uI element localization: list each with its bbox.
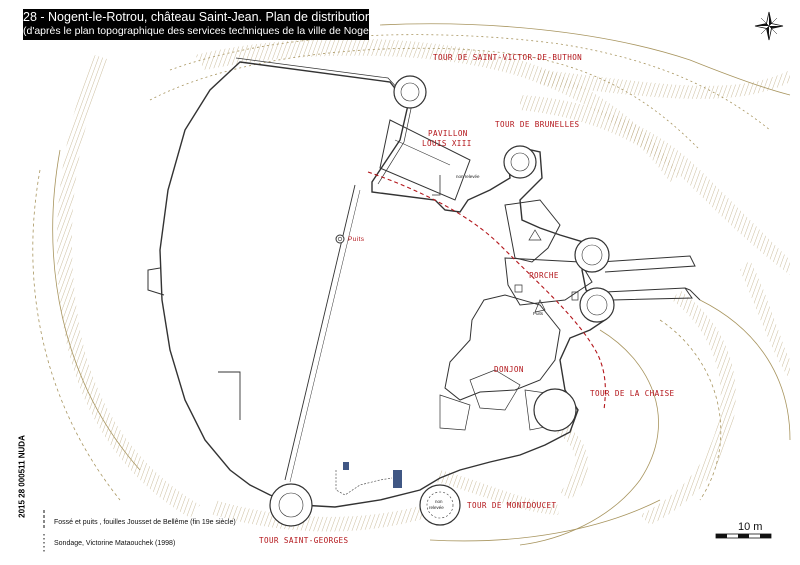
title-box: 28 - Nogent-le-Rotrou, château Saint-Jea… <box>23 9 428 40</box>
legend-fosse-text: Fossé et puits , fouilles Jousset de Bel… <box>54 519 236 526</box>
excavation-trench <box>367 171 606 411</box>
label-tour-montdoucet: TOUR DE MONTDOUCET <box>467 501 557 510</box>
page-subtitle: (d'après le plan topographique des servi… <box>23 25 428 37</box>
legend: Fossé et puits , fouilles Jousset de Bel… <box>43 510 236 552</box>
label-donjon: DONJON <box>494 365 524 374</box>
puits-well <box>335 234 345 244</box>
tower-north-porch <box>574 237 610 273</box>
tower-saint-georges <box>269 483 313 527</box>
scale-bar: 10 m <box>715 521 772 539</box>
buildings <box>218 119 593 483</box>
label-puits: Puits <box>348 236 365 243</box>
label-tour-chaise: TOUR DE LA CHAISE <box>590 389 675 398</box>
label-porche: PORCHE <box>529 271 559 280</box>
tower-south-porch <box>579 287 615 323</box>
tower-montdoucet <box>419 484 461 526</box>
north-arrow-icon <box>754 11 784 41</box>
page-title: 28 - Nogent-le-Rotrou, château Saint-Jea… <box>23 10 419 24</box>
bridges <box>599 255 701 301</box>
label-tour-saint-georges: TOUR SAINT-GEORGES <box>259 536 349 545</box>
legend-sondage-text: Sondage, Victorine Mataouchek (1998) <box>54 540 175 547</box>
scale-label: 10 m <box>738 521 762 533</box>
map-labels: TOUR DE SAINT-VICTOR-DE-BUTHON TOUR DE B… <box>259 53 675 545</box>
label-puits-small: Puits <box>533 311 544 316</box>
label-pavillon-2: LOUIS XIII <box>422 139 472 148</box>
sondage-marks <box>335 462 402 496</box>
tower-brunelles <box>503 145 537 179</box>
label-tour-saint-victor: TOUR DE SAINT-VICTOR-DE-BUTHON <box>433 53 582 62</box>
label-non-releve-2b: relevée <box>429 505 444 510</box>
tower-saint-victor <box>393 75 427 109</box>
label-tour-brunelles: TOUR DE BRUNELLES <box>495 120 580 129</box>
label-non-releve-1: non relevée <box>456 174 480 179</box>
label-non-releve-2a: non <box>435 499 443 504</box>
hatched-slopes <box>56 38 790 532</box>
label-pavillon-1: PAVILLON <box>428 129 468 138</box>
reference-number: 2015 28 000511 NUDA <box>17 435 27 518</box>
towers <box>269 75 615 527</box>
tower-la-chaise <box>533 388 577 432</box>
